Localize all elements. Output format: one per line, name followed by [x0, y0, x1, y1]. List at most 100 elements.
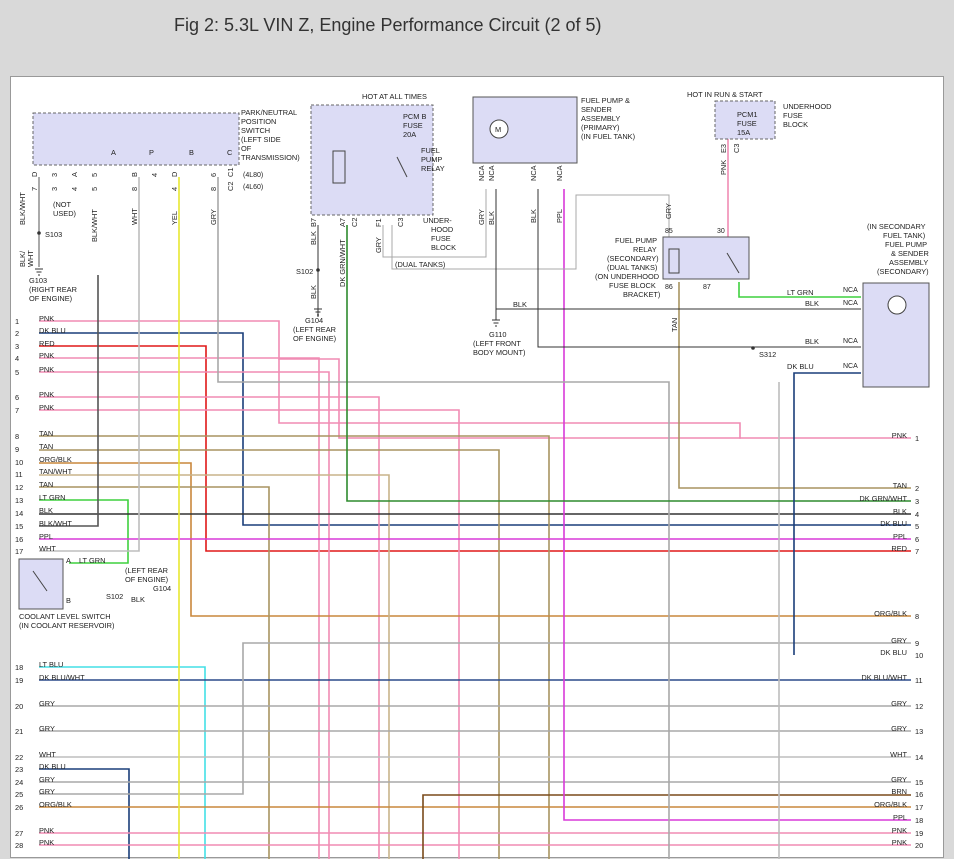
left-pin-color: RED: [39, 339, 55, 348]
dual-tanks: (DUAL TANKS): [395, 260, 445, 269]
right-pin-color: PPL: [893, 813, 907, 822]
left-pin-number: 8: [15, 432, 19, 441]
left-pin-number: 2: [15, 329, 19, 338]
relay-switch2-icon: [726, 252, 740, 274]
ground-g110-icon: [492, 319, 500, 327]
right-pin-color: TAN: [893, 481, 907, 490]
left-pin-color: PNK: [39, 838, 54, 847]
coolant-switch-icon: [32, 570, 48, 592]
wl-blk-1: BLK: [805, 299, 819, 308]
fp-primary-2: ASSEMBLY: [581, 114, 620, 123]
right-pin-color: DK BLU/WHT: [861, 673, 907, 682]
left-pin-number: 19: [15, 676, 23, 685]
left-pin-color: TAN/WHT: [39, 467, 73, 476]
left-pin-number: 11: [15, 470, 23, 479]
right-pin-color: PPL: [893, 532, 907, 541]
left-pin-color: DK BLU: [39, 326, 66, 335]
right-pin-color: DK GRN/WHT: [859, 494, 907, 503]
sec-tank-2: FUEL PUMP: [885, 240, 927, 249]
left-pin-color: BLK/WHT: [39, 519, 72, 528]
right-pin-number: 17: [915, 803, 923, 812]
fuel-pump-relay-2: RELAY: [421, 164, 445, 173]
vl-blk-fp: BLK: [487, 211, 496, 225]
wire-pin9-tan: [39, 449, 500, 859]
left-pin-color: TAN: [39, 429, 53, 438]
fp-primary-4: (IN FUEL TANK): [581, 132, 635, 141]
left-pin-color: GRY: [39, 724, 55, 733]
left-pin-color: TAN: [39, 442, 53, 451]
left-pin-color: ORG/BLK: [39, 800, 72, 809]
coolant-ltgrn: LT GRN: [79, 556, 105, 565]
left-pin-number: 6: [15, 393, 19, 402]
left-pin-number: 12: [15, 483, 23, 492]
ufb-3: BLOCK: [431, 243, 456, 252]
vl-gry-relay: GRY: [374, 237, 383, 253]
left-pin-color: WHT: [39, 750, 56, 759]
wire-gry-dualtanks: [382, 189, 487, 258]
left-pin-color: LT GRN: [39, 493, 65, 502]
right-pin-number: 15: [915, 778, 923, 787]
left-pin-color: PNK: [39, 351, 54, 360]
sec-relay-0: FUEL PUMP: [615, 236, 657, 245]
coolant-switch-box: [18, 558, 64, 610]
wire-pin3-red: [39, 345, 911, 552]
relay-num-86: 86: [665, 284, 673, 291]
pcm1-fuse-0: PCM1: [737, 110, 758, 119]
sec-relay-2: (SECONDARY): [607, 254, 659, 263]
pcm1-fuse-1: FUSE: [737, 119, 757, 128]
g103-2: OF ENGINE): [29, 294, 72, 303]
vl-tan-86: TAN: [670, 318, 679, 332]
wire-dkblu-secondary: [793, 372, 861, 655]
fp-nca-3: NCA: [529, 165, 538, 181]
left-pin-color: PNK: [39, 826, 54, 835]
left-pin-number: 10: [15, 458, 23, 467]
right-pin-number: 2: [915, 484, 919, 493]
ground-g103-icon: [35, 268, 43, 276]
nca-4: NCA: [843, 363, 858, 370]
left-pin-color: PNK: [39, 390, 54, 399]
right-pin-color: WHT: [890, 750, 907, 759]
wire-dkgrnwht: [346, 225, 911, 502]
fuel-pump-primary-box: [472, 96, 578, 164]
left-pin-number: 23: [15, 765, 23, 774]
wire-pin5-pnk: [39, 371, 330, 859]
vl-yel: YEL: [170, 211, 179, 225]
l4l80-label: (4L80): [243, 172, 263, 179]
left-pin-number: 27: [15, 829, 23, 838]
pin-c1: C1: [226, 168, 235, 177]
left-pin-color: GRY: [39, 787, 55, 796]
motor-letter: M: [495, 125, 501, 134]
fp-primary-1: SENDER: [581, 105, 612, 114]
right-pin-color: BRN: [891, 787, 907, 796]
motor2-icon: [887, 295, 907, 315]
wire-pin6-pnk: [39, 396, 380, 859]
wire-gry-dualtanks2: [391, 194, 670, 270]
pin-5-0: 5: [90, 173, 99, 177]
pcmb-fuse-2: 20A: [403, 130, 416, 139]
fp-primary-0: FUEL PUMP &: [581, 96, 630, 105]
right-pin-number: 5: [915, 522, 919, 531]
vl-blk-relay: BLK: [309, 231, 318, 245]
g103-0: G103: [29, 276, 47, 285]
pn-switch-label-4: OF: [241, 144, 252, 153]
secondary-relay-box: [662, 236, 750, 280]
sec-relay-3: (DUAL TANKS): [607, 263, 657, 272]
right-pin-color: GRY: [891, 636, 907, 645]
s312-label: S312: [759, 350, 776, 359]
wire-pin25-gry: [39, 642, 911, 795]
right-pin-color: GRY: [891, 775, 907, 784]
ufb-0: UNDER-: [423, 216, 452, 225]
wire-tan-relay86: [678, 282, 911, 489]
relay-pin-c3: C3: [396, 218, 405, 227]
pin-c3b: C3: [732, 144, 741, 153]
wire-pin18-ltblu: [39, 666, 206, 859]
left-pin-number: 3: [15, 342, 19, 351]
fp-primary-3: (PRIMARY): [581, 123, 619, 132]
g110-2: BODY MOUNT): [473, 348, 525, 357]
pin-d-0: D: [30, 172, 39, 177]
wire-pin8-tan: [39, 435, 550, 859]
pn-letter-b: B: [189, 148, 194, 157]
vl-dkgrnwht: DK GRN/WHT: [338, 239, 347, 287]
left-pin-color: LT BLU: [39, 660, 63, 669]
pin2-5: 5: [90, 187, 99, 191]
